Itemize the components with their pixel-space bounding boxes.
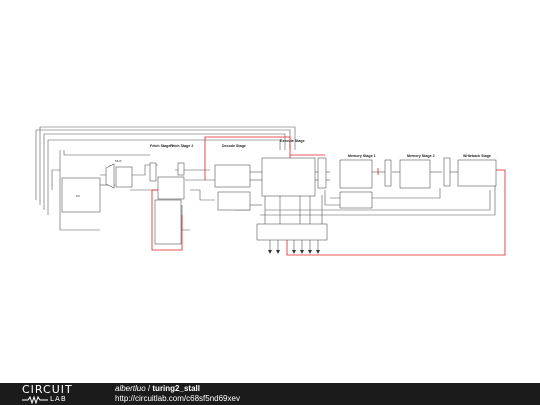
output-arrow bbox=[300, 250, 304, 254]
fetch-reg-1 bbox=[149, 162, 157, 182]
pc-adder bbox=[115, 166, 133, 188]
stage-label-writeback: Writeback Stage bbox=[463, 154, 491, 158]
feedback-wire bbox=[51, 169, 60, 190]
stage-label-decode: Decode Stage bbox=[222, 144, 246, 148]
circuit-url[interactable]: http://circuitlab.com/c68sf5nd69xev bbox=[115, 394, 240, 403]
mux-block bbox=[105, 163, 115, 189]
output-arrow bbox=[292, 250, 296, 254]
data-memory bbox=[339, 191, 373, 209]
fetch-reg-2 bbox=[157, 176, 185, 200]
stage-label-memory2: Memory Stage 2 bbox=[407, 154, 435, 158]
execute-reg bbox=[317, 157, 327, 189]
resistor-icon bbox=[22, 396, 48, 404]
execute-memory-wire bbox=[324, 190, 340, 206]
writeback-bus bbox=[260, 185, 496, 216]
memory1-block bbox=[339, 159, 373, 189]
path-separator: / bbox=[147, 384, 151, 393]
register-file bbox=[217, 191, 251, 211]
pc-label: PC bbox=[76, 194, 81, 198]
stall-wire bbox=[204, 136, 291, 180]
footer-bar: CIRCUIT LAB albertluo / turing2_stall ht… bbox=[0, 383, 540, 405]
circuit-schematic: Fetch Stage 1 Fetch Stage 2 Decode Stage… bbox=[35, 126, 506, 256]
memory1-reg bbox=[384, 159, 392, 187]
stage-label-memory1: Memory Stage 1 bbox=[348, 154, 376, 158]
writeback-block bbox=[457, 159, 497, 187]
hazard-unit bbox=[256, 223, 328, 241]
fetch-reg-3 bbox=[177, 162, 185, 176]
writeback-bus bbox=[265, 190, 491, 211]
fetch-decode-wire bbox=[190, 189, 215, 201]
output-arrow bbox=[268, 250, 272, 254]
feedback-wire bbox=[47, 139, 281, 215]
output-arrow bbox=[276, 250, 280, 254]
decode-block bbox=[214, 164, 251, 188]
output-arrow bbox=[316, 250, 320, 254]
stage-label-execute: Execute Stage bbox=[280, 139, 305, 143]
memory2-block bbox=[399, 159, 431, 189]
feedback-wire bbox=[39, 126, 296, 205]
feedback-wire bbox=[63, 150, 150, 156]
output-arrow bbox=[308, 250, 312, 254]
imem-wire bbox=[181, 205, 190, 231]
memory2-reg bbox=[443, 157, 451, 187]
author-link[interactable]: albertluo bbox=[115, 384, 146, 393]
circuit-meta: albertluo / turing2_stall http://circuit… bbox=[115, 384, 240, 404]
circuit-title[interactable]: turing2_stall bbox=[152, 384, 200, 393]
instruction-memory bbox=[154, 199, 182, 245]
stall-wire bbox=[286, 169, 506, 256]
stage-label-fetch1: Fetch Stage 1 bbox=[150, 144, 173, 148]
logo-subtext: LAB bbox=[50, 395, 67, 403]
feedback-wire bbox=[43, 133, 286, 210]
feedback-wire bbox=[59, 150, 100, 231]
execute-block bbox=[261, 157, 316, 197]
logo-text: CIRCUIT bbox=[22, 383, 73, 396]
pc-block bbox=[61, 177, 101, 213]
mux-label: MUX bbox=[115, 159, 122, 163]
stage-label-fetch2: Fetch Stage 2 bbox=[170, 144, 193, 148]
circuitlab-logo[interactable]: CIRCUIT LAB bbox=[22, 384, 94, 404]
